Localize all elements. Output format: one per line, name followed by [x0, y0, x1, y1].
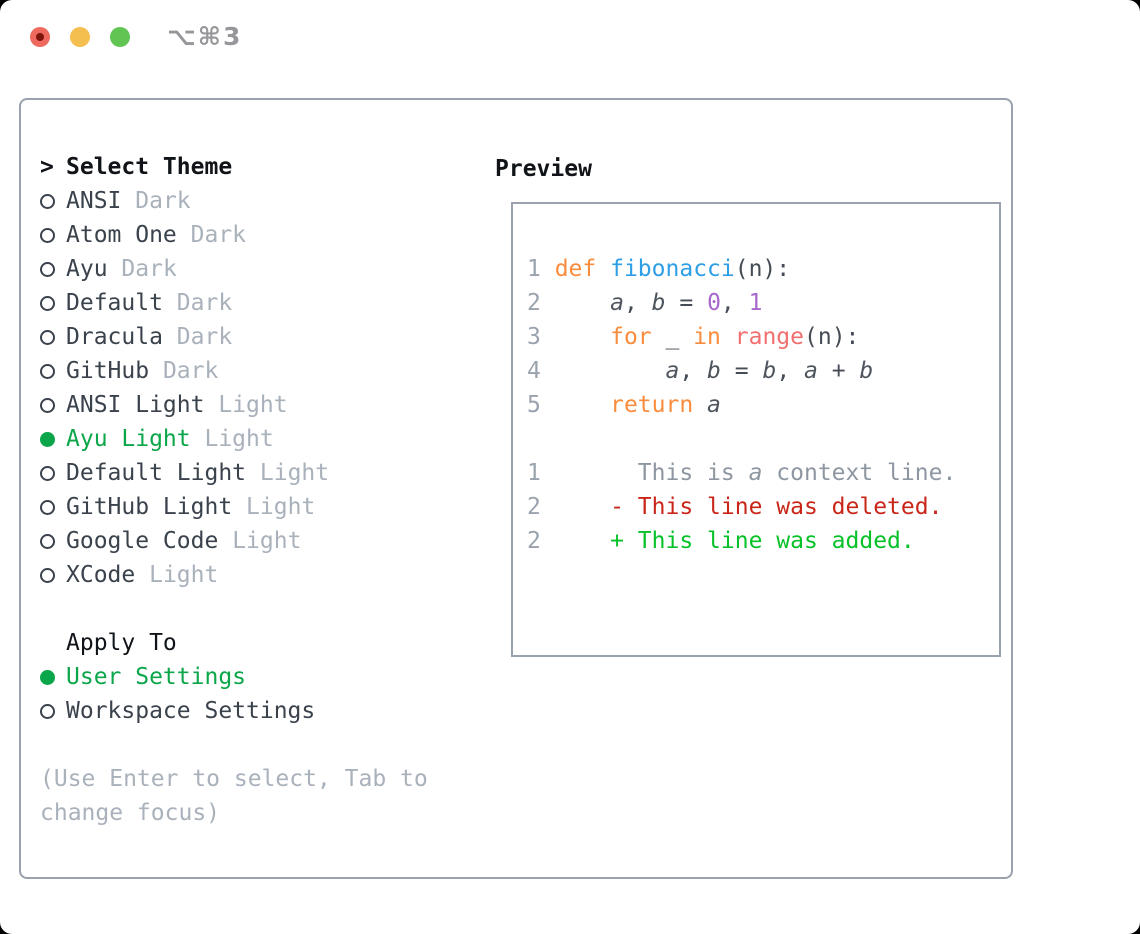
theme-option-dracula[interactable]: Dracula Dark [40, 320, 428, 354]
theme-option-atom-one[interactable]: Atom One Dark [40, 218, 428, 252]
theme-name: Ayu Light [66, 426, 191, 452]
radio-unselected-icon [40, 329, 55, 345]
preview-lines: 1 def fibonacci(n): 2 a, b = 0, 1 3 for _ … [527, 252, 999, 558]
radio-unselected-icon [40, 397, 55, 413]
radio-unselected-icon [40, 227, 55, 243]
theme-option-github[interactable]: GitHub Dark [40, 354, 428, 388]
theme-option-xcode[interactable]: XCode Light [40, 558, 428, 592]
select-theme-header: > Select Theme [40, 150, 428, 184]
unsaved-dot-icon [36, 33, 44, 41]
code-line: 1 def fibonacci(n): [527, 256, 791, 282]
line-number: 2 [527, 494, 555, 520]
line-number: 1 [527, 460, 555, 486]
hint-line: (Use Enter to select, Tab to [40, 766, 428, 792]
theme-name: Dracula [66, 324, 163, 350]
theme-option-github-light[interactable]: GitHub Light Light [40, 490, 428, 524]
preview-title: Preview [495, 156, 592, 182]
code-line: 2 a, b = 0, 1 [527, 290, 763, 316]
theme-name: Google Code [66, 528, 219, 554]
radio-unselected-icon [40, 261, 55, 277]
theme-variant: Dark [176, 290, 233, 316]
line-number: 2 [527, 290, 555, 316]
close-button[interactable] [30, 27, 50, 47]
zoom-button[interactable] [110, 27, 130, 47]
theme-name: Ayu [66, 256, 108, 282]
code-line: 3 for _ in range(n): [527, 324, 860, 350]
spacer [40, 592, 428, 626]
theme-option-ayu[interactable]: Ayu Dark [40, 252, 428, 286]
line-number: 1 [527, 256, 555, 282]
theme-variant: Light [149, 562, 219, 588]
minimize-button[interactable] [70, 27, 90, 47]
code-line: 5 return a [527, 392, 721, 418]
code-line: 4 a, b = b, a + b [527, 358, 874, 384]
titlebar: ⌥⌘3 [0, 0, 1140, 74]
radio-unselected-icon [40, 703, 55, 719]
radio-unselected-icon [40, 363, 55, 379]
select-theme-title: Select Theme [66, 154, 233, 180]
theme-name: ANSI [66, 188, 122, 214]
theme-name: XCode [66, 562, 136, 588]
apply-option-user-settings[interactable]: User Settings [40, 660, 428, 694]
theme-option-ansi[interactable]: ANSI Dark [40, 184, 428, 218]
theme-variant: Dark [135, 188, 191, 214]
theme-name: Atom One [66, 222, 177, 248]
theme-name: GitHub Light [66, 494, 233, 520]
apply-option-label: Workspace Settings [66, 698, 316, 724]
diff-context-line: 1 This is a context line. [527, 460, 957, 486]
theme-option-default-light[interactable]: Default Light Light [40, 456, 428, 490]
apply-option-workspace-settings[interactable]: Workspace Settings [40, 694, 428, 728]
spacer [40, 728, 428, 762]
radio-unselected-icon [40, 193, 55, 209]
theme-name: Default [66, 290, 163, 316]
theme-name: Default Light [66, 460, 247, 486]
theme-variant: Light [204, 426, 274, 452]
theme-option-ansi-light[interactable]: ANSI Light Light [40, 388, 428, 422]
radio-unselected-icon [40, 499, 55, 515]
theme-variant: Light [246, 494, 316, 520]
diff-added-line: 2 + This line was added. [527, 528, 915, 554]
line-number: 3 [527, 324, 555, 350]
theme-option-google-code[interactable]: Google Code Light [40, 524, 428, 558]
theme-option-default[interactable]: Default Dark [40, 286, 428, 320]
diff-deleted-line: 2 - This line was deleted. [527, 494, 943, 520]
radio-selected-icon [40, 431, 55, 447]
window-title: ⌥⌘3 [167, 22, 243, 51]
theme-name: GitHub [66, 358, 150, 384]
theme-variant: Dark [121, 256, 177, 282]
theme-option-ayu-light[interactable]: Ayu Light Light [40, 422, 428, 456]
theme-variant: Light [232, 528, 302, 554]
apply-to-header: Apply To [40, 626, 428, 660]
theme-name: ANSI Light [66, 392, 205, 418]
apply-option-label: User Settings [66, 664, 247, 690]
theme-variant: Dark [162, 358, 219, 384]
preview-box: 1 def fibonacci(n): 2 a, b = 0, 1 3 for _ … [511, 202, 1001, 657]
hint-text: (Use Enter to select, Tab to change focus… [40, 762, 428, 830]
radio-unselected-icon [40, 533, 55, 549]
radio-selected-icon [40, 669, 55, 685]
theme-variant: Dark [176, 324, 233, 350]
theme-variant: Dark [190, 222, 247, 248]
radio-unselected-icon [40, 465, 55, 481]
theme-variant: Light [259, 460, 330, 486]
line-number [527, 426, 555, 452]
prompt-icon: > [40, 154, 54, 180]
apply-to-title: Apply To [66, 630, 177, 656]
hint-line: change focus) [40, 800, 221, 826]
radio-unselected-icon [40, 295, 55, 311]
radio-unselected-icon [40, 567, 55, 583]
blank-line [527, 422, 999, 456]
line-number: 5 [527, 392, 555, 418]
line-number: 4 [527, 358, 555, 384]
line-number: 2 [527, 528, 555, 554]
theme-variant: Light [218, 392, 288, 418]
